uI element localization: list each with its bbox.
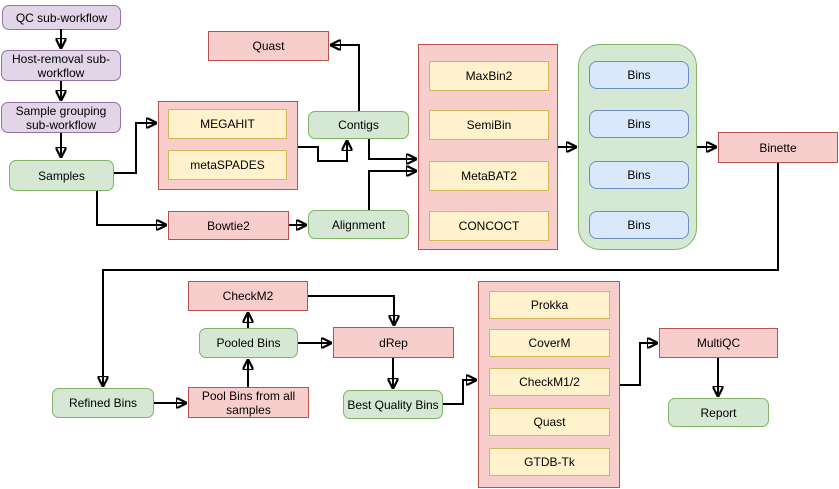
- node-megahit: MEGAHIT: [168, 109, 287, 139]
- node-bowtie2: Bowtie2: [168, 211, 289, 240]
- node-bins-1: Bins: [589, 61, 689, 89]
- node-drep: dRep: [333, 327, 454, 358]
- node-gtdb-tk: GTDB-Tk: [489, 448, 610, 476]
- node-pooled-bins: Pooled Bins: [199, 328, 298, 358]
- node-quast-bins: Quast: [489, 408, 610, 436]
- node-pool-bins: Pool Bins from all samples: [188, 387, 309, 418]
- node-qc-subworkflow: QC sub-workflow: [2, 5, 121, 30]
- arrow-samples-to-assemblers: [114, 123, 157, 174]
- node-metabat2: MetaBAT2: [429, 161, 549, 191]
- node-coverm: CoverM: [489, 329, 610, 357]
- arrow-checkm2-to-drep: [308, 295, 394, 326]
- node-best-quality-bins: Best Quality Bins: [343, 390, 443, 419]
- node-maxbin2: MaxBin2: [429, 61, 549, 91]
- node-samples: Samples: [9, 160, 114, 191]
- node-semibin: SemiBin: [429, 110, 549, 140]
- arrow-annotation-to-multiqc: [620, 343, 658, 386]
- node-bins-4: Bins: [589, 211, 689, 239]
- node-host-removal: Host-removal sub-workflow: [1, 50, 121, 81]
- node-prokka: Prokka: [489, 291, 610, 319]
- node-checkm2: CheckM2: [188, 281, 308, 311]
- node-refined-bins: Refined Bins: [52, 388, 154, 418]
- node-bins-2: Bins: [589, 110, 689, 138]
- node-contigs: Contigs: [308, 111, 409, 139]
- node-checkm1-2: CheckM1/2: [489, 368, 610, 396]
- arrow-samples-to-bowtie2: [96, 191, 167, 225]
- node-metaspades: metaSPADES: [168, 150, 287, 180]
- arrow-contigs-to-quast: [330, 45, 360, 111]
- node-multiqc: MultiQC: [659, 328, 778, 358]
- node-sample-grouping: Sample grouping sub-workflow: [1, 102, 121, 133]
- arrow-contigs-to-binners: [368, 139, 417, 159]
- node-alignment: Alignment: [308, 210, 409, 239]
- node-binette: Binette: [718, 132, 838, 163]
- node-report: Report: [668, 398, 769, 427]
- arrow-alignment-to-binners: [368, 171, 417, 210]
- arrow-assemblers-to-contigs: [298, 140, 347, 162]
- node-quast-contigs: Quast: [208, 31, 329, 61]
- node-concoct: CONCOCT: [429, 211, 549, 241]
- arrow-bestbins-to-annotation: [443, 380, 477, 405]
- node-bins-3: Bins: [589, 161, 689, 189]
